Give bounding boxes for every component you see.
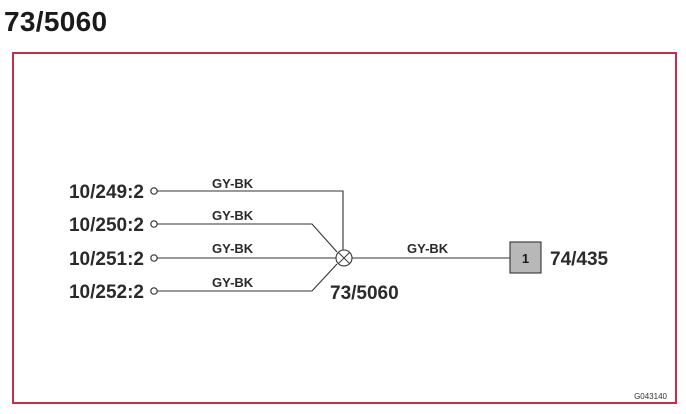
connector-10-249-2: 10/249:2 GY-BK: [69, 176, 254, 203]
terminal-icon: [150, 187, 158, 195]
wire-group: [157, 190, 510, 292]
component-label: 74/435: [550, 249, 609, 270]
diagram-frame: [12, 52, 677, 404]
component-74-435: 1 74/435: [509, 241, 609, 274]
terminal-icon: [150, 220, 158, 228]
wire-color-label: GY-BK: [212, 208, 254, 223]
terminal-icon: [150, 287, 158, 295]
output-wire-color-label: GY-BK: [407, 241, 449, 256]
wire-color-label: GY-BK: [212, 275, 254, 290]
figure-reference: G043140: [634, 392, 667, 401]
connector-label: 10/250:2: [69, 215, 144, 236]
wire-2: [157, 223, 338, 253]
splice-label: 73/5060: [330, 283, 399, 304]
terminal-icon: [150, 254, 158, 262]
component-pin: 1: [522, 251, 529, 266]
wire-color-label: GY-BK: [212, 176, 254, 191]
wire-color-label: GY-BK: [212, 241, 254, 256]
connector-label: 10/252:2: [69, 282, 144, 303]
connector-10-250-2: 10/250:2 GY-BK: [69, 208, 254, 236]
wire-4: [157, 263, 338, 292]
page-title: 73/5060: [4, 6, 108, 37]
connector-label: 10/249:2: [69, 182, 144, 203]
splice-junction-icon: [335, 249, 353, 267]
connector-10-251-2: 10/251:2 GY-BK: [69, 241, 254, 270]
component-box: [509, 241, 542, 274]
wire-1: [157, 190, 344, 250]
connector-10-252-2: 10/252:2 GY-BK: [69, 275, 254, 303]
connector-label: 10/251:2: [69, 249, 144, 270]
